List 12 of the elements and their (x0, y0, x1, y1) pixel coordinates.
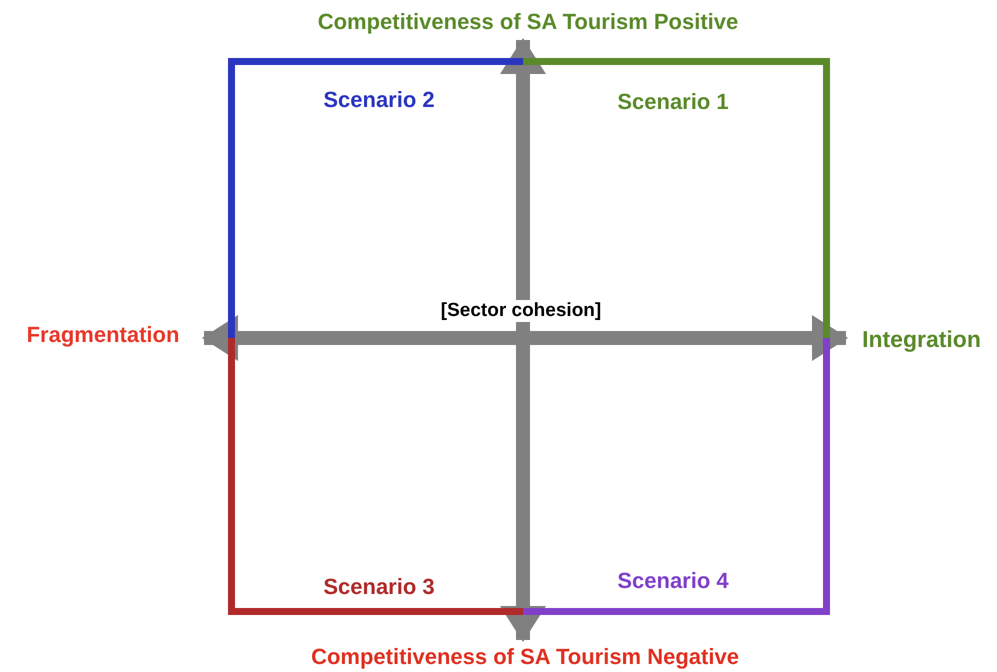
axis-label: Fragmentation (4, 320, 202, 350)
quadrant-frame (523, 338, 830, 615)
scenario-label: Scenario 1 (616, 89, 730, 115)
scenario-label: Scenario 4 (616, 568, 730, 594)
quadrant-frame (228, 338, 523, 615)
axis-label: Competitiveness of SA Tourism Negative (262, 642, 788, 672)
double-arrow (500, 38, 546, 642)
scenario-label: Scenario 2 (322, 87, 436, 113)
scenario-label: Scenario 3 (322, 574, 436, 600)
axis-label: Competitiveness of SA Tourism Positive (268, 6, 788, 38)
double-arrow (202, 315, 848, 361)
axis-label: Integration (848, 324, 995, 354)
